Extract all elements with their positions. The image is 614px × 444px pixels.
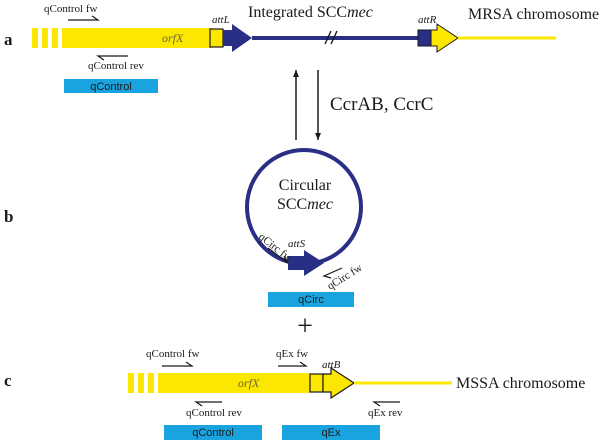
attB-box <box>309 373 324 393</box>
attR-arrow <box>430 23 459 53</box>
qcirc-amplicon <box>268 292 354 307</box>
panel-letter-c: c <box>4 371 12 390</box>
panel-a: a orfX attL Integrated SCCmec attR MRSA … <box>4 3 599 93</box>
circular-label-line2: SCCmec <box>277 196 333 213</box>
panel-letter-b: b <box>4 207 13 226</box>
orfx-dash-2 <box>42 28 48 48</box>
panel-letter-a: a <box>4 30 13 49</box>
qcontrol-amplicon-c <box>164 425 262 440</box>
attS-label: attS <box>288 238 306 250</box>
plus-sign: + <box>297 311 313 342</box>
orfx-c-dash-2 <box>138 373 144 393</box>
qcontrol-amplicon-a <box>64 79 158 93</box>
qcirc-fw-right-label: qCirc fw <box>325 262 364 293</box>
qcontrol-fw-primer-label: qControl fw <box>44 3 98 15</box>
orfx-gene <box>62 28 212 48</box>
qcontrol-amplicon-c-label: qControl <box>192 427 234 439</box>
mssa-chromosome-label: MSSA chromosome <box>456 375 585 392</box>
qex-rev-arrow <box>372 401 400 407</box>
qcirc-amplicon-label: qCirc <box>298 294 324 306</box>
orfx-c-dash-1 <box>128 373 134 393</box>
integrated-scc-mec-label: Integrated SCCmec <box>248 4 373 21</box>
panel-c: c orfX attB MSSA chromosome qControl fw … <box>4 348 585 440</box>
orfx-dash-3 <box>52 28 58 48</box>
qcontrol-rev-c-arrow <box>194 401 222 407</box>
qcontrol-rev-primer-arrow <box>96 55 128 61</box>
orfx-label: orfX <box>162 31 184 45</box>
recombinase-label: CcrAB, CcrC <box>330 94 433 115</box>
attL-arrow <box>223 24 252 52</box>
qcirc-fw-right-arrow <box>322 267 343 279</box>
qcirc-fw-left-arrow <box>267 247 289 264</box>
mrsa-chromosome-label: MRSA chromosome <box>468 6 599 23</box>
attL-box <box>209 28 224 48</box>
qcontrol-amplicon-a-label: qControl <box>90 81 132 93</box>
qcontrol-rev-c-label: qControl rev <box>186 407 242 419</box>
qcontrol-fw-c-label: qControl fw <box>146 348 200 360</box>
orfx-c-label: orfX <box>238 376 260 390</box>
circular-label-line1: Circular <box>279 177 332 194</box>
qcontrol-rev-primer-label: qControl rev <box>88 60 144 72</box>
attB-arrow <box>322 366 356 400</box>
orfx-c-dash-3 <box>148 373 154 393</box>
qex-amplicon-label: qEx <box>322 427 341 439</box>
excision-integration-arrows: CcrAB, CcrC <box>293 70 433 140</box>
qcontrol-fw-c-arrow <box>162 361 194 367</box>
attB-label: attB <box>322 359 341 371</box>
qex-amplicon <box>282 425 380 440</box>
attR-label: attR <box>418 14 437 26</box>
break-mark-1 <box>324 30 332 45</box>
qex-rev-label: qEx rev <box>368 407 403 419</box>
attL-label: attL <box>212 14 230 26</box>
qex-fw-arrow <box>278 361 308 367</box>
qcontrol-fw-primer-arrow <box>68 15 100 21</box>
qex-fw-label: qEx fw <box>276 348 308 360</box>
orfx-c-gene <box>158 373 310 393</box>
orfx-dash-1 <box>32 28 38 48</box>
attR-box <box>417 29 432 47</box>
panel-b: b Circular SCCmec attS qCirc fw qCirc fw… <box>4 148 365 307</box>
break-mark-2 <box>330 30 338 45</box>
attS-arrow <box>288 250 324 276</box>
